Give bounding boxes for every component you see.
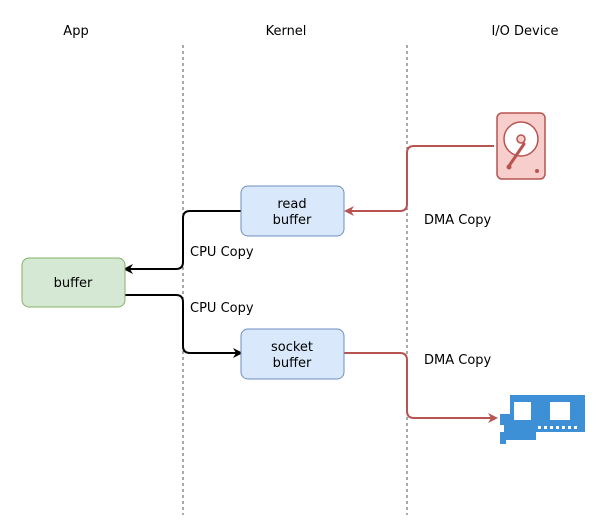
cpu-copy-to-app-arrow: [123, 210, 241, 274]
app-buffer-box: buffer: [21, 257, 126, 308]
read-buffer-label-line2: buffer: [273, 213, 312, 228]
socket-buffer-box: socket buffer: [240, 328, 345, 380]
column-header-io-device: I/O Device: [491, 24, 558, 39]
dma-copy-out-label: DMA Copy: [424, 353, 492, 368]
dma-copy-in-arrow: [344, 145, 494, 216]
column-header-kernel: Kernel: [266, 24, 307, 39]
read-buffer-box: read buffer: [240, 185, 345, 237]
app-buffer-label: buffer: [54, 276, 93, 291]
column-header-app: App: [63, 24, 88, 39]
cpu-copy-to-app-label: CPU Copy: [190, 245, 254, 260]
cpu-copy-to-socket-label: CPU Copy: [190, 301, 254, 316]
read-buffer-label-line1: read: [277, 197, 306, 212]
network-card-icon: [500, 395, 585, 444]
socket-buffer-label-line1: socket: [271, 340, 313, 355]
dma-copy-out-arrow: [344, 352, 498, 423]
cpu-copy-to-socket-arrow: [125, 294, 243, 358]
dma-copy-in-label: DMA Copy: [424, 213, 492, 228]
hard-disk-icon: [496, 112, 546, 180]
socket-buffer-label-line2: buffer: [273, 356, 312, 371]
